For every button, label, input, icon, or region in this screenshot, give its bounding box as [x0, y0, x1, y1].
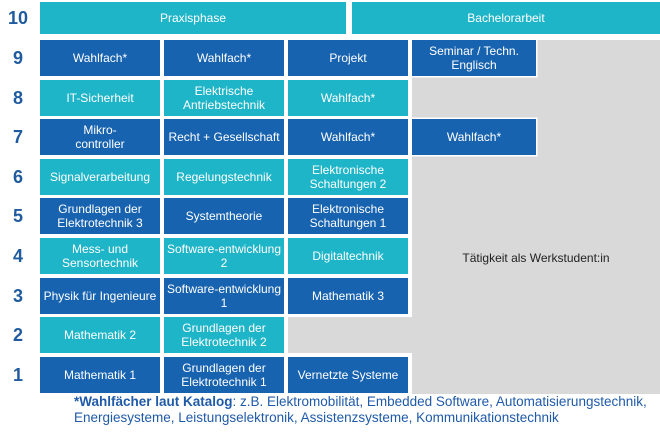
module-systemtheorie: Systemtheorie	[164, 198, 284, 234]
semester-8-label: 8	[12, 87, 23, 108]
module-grundlagen-et-3: Grundlagen der Elektrotechnik 3	[40, 198, 160, 234]
module-wahlfach-9a: Wahlfach*	[40, 40, 160, 76]
module-softwareentwicklung-2: Software-entwicklung 2	[164, 238, 284, 274]
semester-5-label: 5	[12, 205, 23, 226]
semester-6-label: 6	[12, 166, 23, 187]
footnote-text: : z.B. Elektromobilität, Embedded Softwa…	[74, 394, 647, 425]
module-mikrocontroller: Mikro- controller	[40, 119, 160, 155]
footnote: *Wahlfächer laut Katalog: z.B. Elektromo…	[74, 394, 654, 426]
module-wahlfach-7a: Wahlfach*	[288, 119, 408, 155]
semester-2-label: 2	[12, 324, 23, 345]
module-grundlagen-et-2: Grundlagen der Elektrotechnik 2	[164, 317, 284, 353]
module-signalverarbeitung: Signalverarbeitung	[40, 159, 160, 195]
semester-10-label: 10	[7, 7, 29, 28]
module-wahlfach-7b: Wahlfach*	[412, 119, 536, 155]
module-antriebstechnik: Elektrische Antriebstechnik	[164, 80, 284, 116]
semester-1-label: 1	[12, 364, 23, 385]
module-mathematik-3: Mathematik 3	[288, 278, 408, 314]
module-grundlagen-et-1: Grundlagen der Elektrotechnik 1	[164, 357, 284, 393]
module-seminar-englisch: Seminar / Techn. Englisch	[412, 40, 536, 76]
module-mathematik-1: Mathematik 1	[40, 357, 160, 393]
module-digitaltechnik: Digitaltechnik	[288, 238, 408, 274]
module-schaltungen-2: Elektronische Schaltungen 2	[288, 159, 408, 195]
module-recht-gesellschaft: Recht + Gesellschaft	[164, 119, 284, 155]
module-vernetzte-systeme: Vernetzte Systeme	[288, 357, 408, 393]
praxisphase-block: Praxisphase	[40, 2, 346, 34]
footnote-label: *Wahlfächer laut Katalog	[74, 394, 233, 409]
werkstudent-label: Tätigkeit als Werkstudent:in	[462, 251, 610, 265]
semester-7-label: 7	[12, 126, 23, 147]
semester-3-label: 3	[12, 285, 23, 306]
module-it-sicherheit: IT-Sicherheit	[40, 80, 160, 116]
module-wahlfach-9b: Wahlfach*	[164, 40, 284, 76]
bachelorarbeit-block: Bachelorarbeit	[352, 2, 660, 34]
module-softwareentwicklung-1: Software-entwicklung 1	[164, 278, 284, 314]
module-schaltungen-1: Elektronische Schaltungen 1	[288, 198, 408, 234]
module-wahlfach-8: Wahlfach*	[288, 80, 408, 116]
module-physik: Physik für Ingenieure	[40, 278, 160, 314]
werkstudent-area	[412, 40, 660, 394]
werkstudent-area-lower	[288, 317, 412, 353]
module-mathematik-2: Mathematik 2	[40, 317, 160, 353]
semester-4-label: 4	[12, 245, 23, 266]
module-regelungstechnik: Regelungstechnik	[164, 159, 284, 195]
semester-9-label: 9	[12, 47, 23, 68]
module-mess-sensortechnik: Mess- und Sensortechnik	[40, 238, 160, 274]
module-projekt: Projekt	[288, 40, 408, 76]
